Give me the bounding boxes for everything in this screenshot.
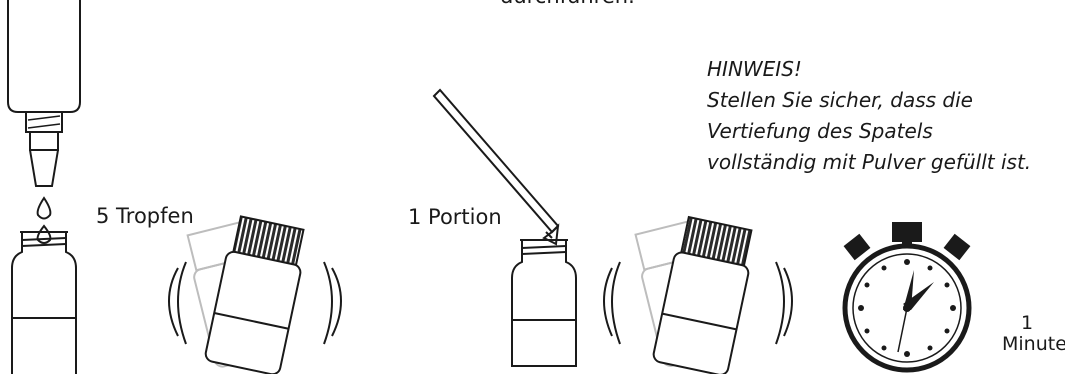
note-line: Stellen Sie sicher, dass die — [707, 85, 1062, 116]
vial-icon — [512, 240, 576, 366]
note-title: HINWEIS! — [707, 54, 1062, 85]
timer-unit: Minute — [1002, 334, 1052, 355]
note-line: vollständig mit Pulver gefüllt ist. — [707, 147, 1062, 178]
portion-label: 1 Portion — [408, 205, 502, 229]
shake-vial-icon — [169, 215, 341, 374]
drop-icon — [38, 198, 51, 219]
timer-value: 1 — [1002, 313, 1052, 334]
shake-vial-icon — [604, 216, 792, 374]
note-box: HINWEIS! Stellen Sie sicher, dass die Ve… — [707, 54, 1062, 178]
vial-icon — [12, 226, 76, 374]
drops-label: 5 Tropfen — [96, 204, 194, 228]
stopwatch-icon — [844, 222, 971, 370]
dropper-bottle-icon — [8, 0, 80, 186]
note-line: Vertiefung des Spatels — [707, 116, 1062, 147]
timer-label: 1 Minute — [1002, 313, 1052, 355]
